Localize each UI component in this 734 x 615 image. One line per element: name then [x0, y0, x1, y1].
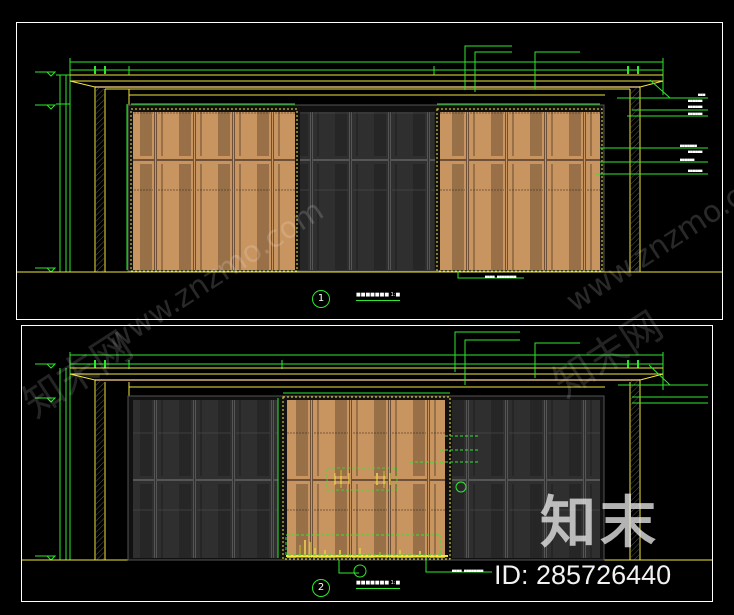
side-note: ■■■■■■ [688, 168, 703, 173]
wood-panel-group-right [440, 112, 600, 270]
view-title-1: ■■■■■■■ 1:■ [356, 292, 401, 301]
watermark-id: ID: 285726440 [494, 560, 672, 590]
wood-panel-group-left [133, 112, 295, 270]
elevation-view-1 [16, 22, 723, 320]
view-number-2: 2 [312, 579, 330, 597]
side-note: ■■■■■■ [688, 98, 703, 103]
dark-panel-group-center [300, 112, 435, 270]
side-note: ■■■ [698, 92, 706, 97]
view-number-1: 1 [312, 290, 330, 308]
wood-panel-group-center [287, 400, 445, 558]
view-title-2-text: ■■■■■■■ [356, 580, 390, 586]
side-note: ■■■■■■■ [680, 143, 697, 148]
leader-note-2: ■■■■ ■■■■■■■■ [452, 568, 484, 573]
side-note: ■■■■■■ [688, 104, 703, 109]
view-scale-2: 1:■ [390, 580, 401, 586]
drawing-frame-2 [21, 325, 713, 602]
side-note: ■■■■■■ [688, 149, 703, 154]
dark-panel-group-right [452, 400, 600, 558]
dark-panel-group-left [133, 400, 278, 558]
watermark-brand: 知末 [540, 491, 660, 556]
view-scale-1: 1:■ [390, 292, 401, 298]
view-title-1-text: ■■■■■■■ [356, 292, 390, 298]
leader-note-1: ■■■■ ■■■■■■■■ [485, 274, 517, 279]
side-note: ■■■■■■ [680, 157, 695, 162]
view-title-2: ■■■■■■■ 1:■ [356, 580, 401, 589]
side-note: ■■■■■■ [688, 111, 703, 116]
drawing-frame-1 [16, 22, 723, 320]
elevation-view-2 [21, 325, 713, 602]
